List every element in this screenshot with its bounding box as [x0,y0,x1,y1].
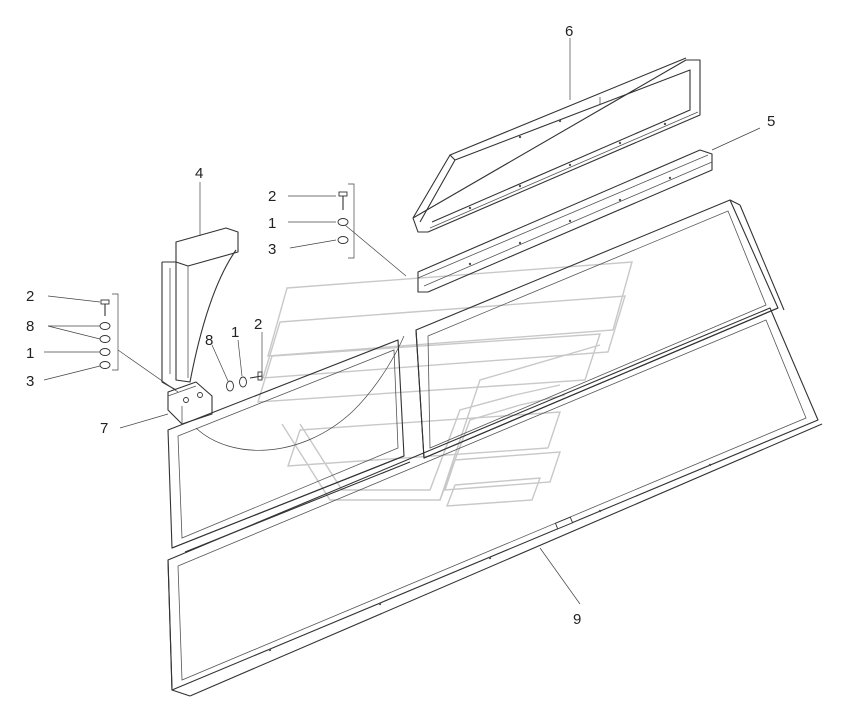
hardware-stack-middle [226,371,263,392]
assembly-path-top [344,224,407,277]
callout-8-middle: 8 [205,332,213,349]
part-9-lower-frame [167,307,823,697]
callout-1-upper: 1 [268,215,276,232]
callout-3-upper: 3 [268,241,276,258]
callout-1-left: 1 [26,345,34,362]
callout-7: 7 [100,420,108,437]
assembly-path-curve [195,335,405,451]
part-6-side-board [412,57,701,233]
callout-2-left: 2 [26,288,34,305]
callout-3-left: 3 [26,373,34,390]
part-4-bracket [161,227,239,391]
part-5-angle-rail [417,149,713,293]
part-9-upper-frame [415,199,785,459]
part-9-left-frame [167,339,411,553]
hardware-stack-left [99,293,179,393]
callout-1-middle: 1 [231,324,239,341]
callout-8-left: 8 [26,318,34,335]
callout-2-upper: 2 [268,188,276,205]
callout-5: 5 [767,113,775,130]
callout-6: 6 [565,23,573,40]
callout-leaders [43,38,761,605]
callout-2-middle: 2 [254,316,262,333]
hardware-stack-upper [337,183,355,259]
watermark-logo [257,261,633,507]
callout-4: 4 [195,165,203,182]
callout-9: 9 [573,611,581,628]
part-7-mounting-plate [167,381,213,425]
